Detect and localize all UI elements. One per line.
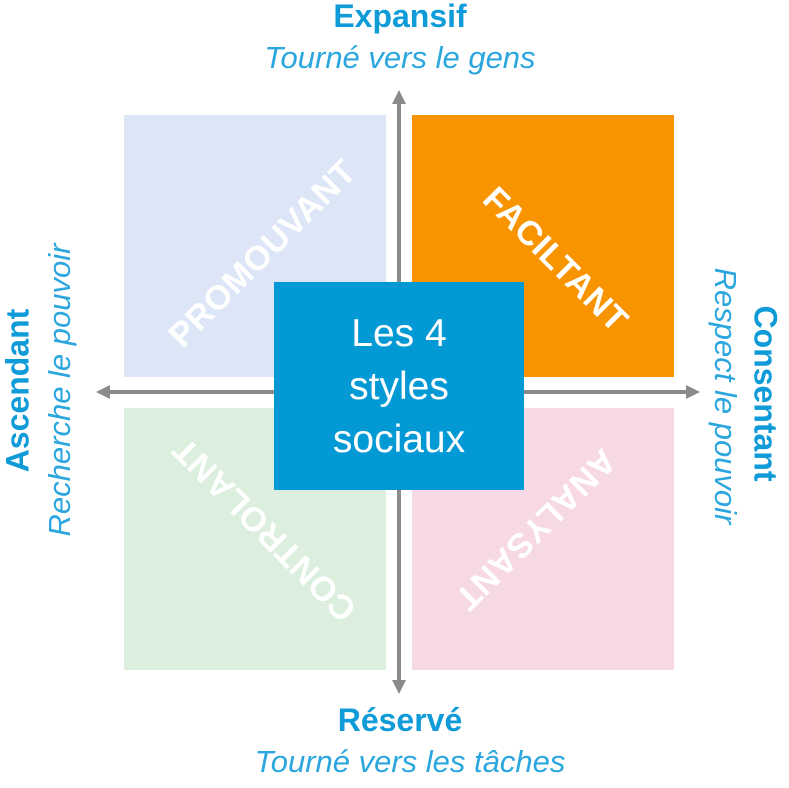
center-line: styles	[349, 364, 449, 408]
top-title: Expansif	[333, 0, 467, 34]
arrow-up-icon	[392, 90, 406, 104]
top-subtitle: Tourné vers le gens	[264, 40, 536, 75]
arrow-down-icon	[392, 680, 406, 694]
center-line: sociaux	[332, 417, 466, 461]
arrow-right-icon	[686, 385, 700, 399]
bottom-title: Réservé	[337, 702, 463, 738]
bottom-subtitle: Tourné vers les tâches	[254, 744, 566, 779]
center-line: Les 4	[351, 311, 447, 355]
arrow-left-icon	[96, 385, 110, 399]
center-box: Les 4 styles sociaux	[274, 282, 524, 490]
